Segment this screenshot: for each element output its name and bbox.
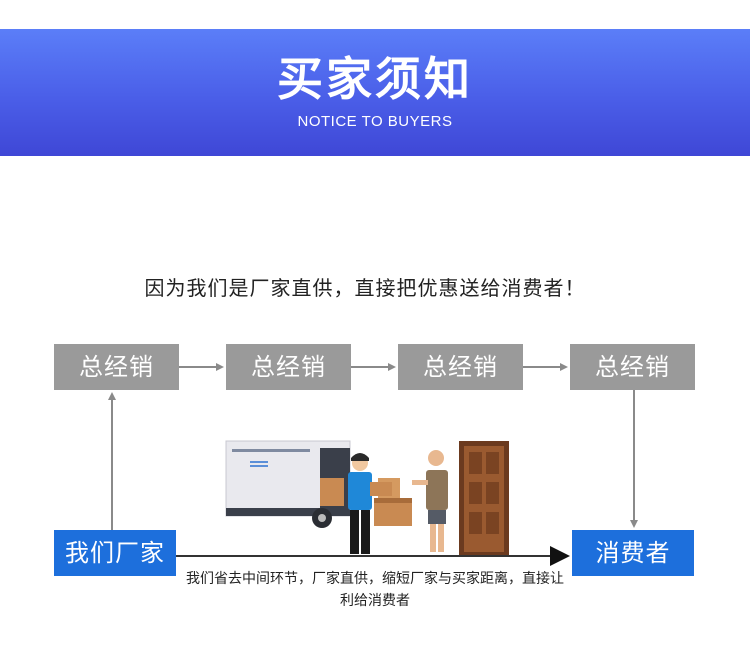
distributor-box-2: 总经销 <box>226 344 351 390</box>
direct-arrow-head <box>550 546 570 566</box>
distributor-box-3: 总经销 <box>398 344 523 390</box>
distributor-box-1: 总经销 <box>54 344 179 390</box>
factory-box: 我们厂家 <box>54 530 176 576</box>
distributor-box-4: 总经销 <box>570 344 695 390</box>
consumer-box: 消费者 <box>572 530 694 576</box>
delivery-man-icon <box>348 453 392 554</box>
slogan-text: 因为我们是厂家直供，直接把优惠送给消费者！ <box>144 276 586 300</box>
banner-title: 买家须知 <box>277 52 473 106</box>
door-icon <box>459 441 509 555</box>
customer-icon <box>412 450 448 552</box>
note-text: 我们省去中间环节，厂家直供，缩短厂家与买家距离，直接让利给消费者 <box>186 571 564 609</box>
banner-subtitle: NOTICE TO BUYERS <box>297 113 453 130</box>
header-banner: 买家须知 NOTICE TO BUYERS <box>0 29 750 156</box>
